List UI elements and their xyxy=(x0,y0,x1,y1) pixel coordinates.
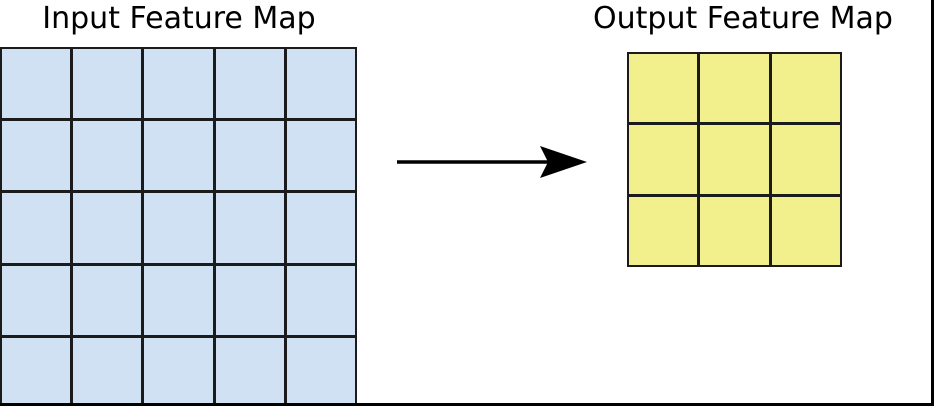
grid-cell xyxy=(700,54,769,123)
input-feature-map-title: Input Feature Map xyxy=(42,1,316,36)
grid-cell xyxy=(144,121,213,191)
grid-cell xyxy=(629,54,698,123)
grid-cell xyxy=(286,121,355,191)
grid-cell xyxy=(215,193,284,263)
grid-cell xyxy=(73,265,142,335)
grid-cell xyxy=(286,337,355,406)
grid-cell xyxy=(73,193,142,263)
grid-cell xyxy=(2,265,71,335)
input-feature-map-grid xyxy=(0,47,357,406)
grid-cell xyxy=(2,49,71,119)
grid-cell xyxy=(629,196,698,265)
grid-cell xyxy=(144,193,213,263)
output-feature-map-grid xyxy=(627,52,842,267)
grid-cell xyxy=(2,193,71,263)
output-feature-map-title: Output Feature Map xyxy=(593,1,893,36)
frame-right-line xyxy=(931,0,934,406)
grid-cell xyxy=(215,49,284,119)
grid-cell xyxy=(771,125,840,194)
grid-cell xyxy=(144,265,213,335)
grid-cell xyxy=(2,121,71,191)
grid-cell xyxy=(629,125,698,194)
arrow-right-icon xyxy=(397,146,587,178)
grid-cell xyxy=(215,265,284,335)
grid-cell xyxy=(73,121,142,191)
grid-cell xyxy=(286,265,355,335)
grid-cell xyxy=(73,337,142,406)
grid-cell xyxy=(771,196,840,265)
grid-cell xyxy=(144,49,213,119)
grid-cell xyxy=(286,193,355,263)
grid-cell xyxy=(215,337,284,406)
grid-cell xyxy=(771,54,840,123)
frame-bottom-line xyxy=(0,403,934,406)
grid-cell xyxy=(73,49,142,119)
grid-cell xyxy=(2,337,71,406)
grid-cell xyxy=(144,337,213,406)
grid-cell xyxy=(286,49,355,119)
grid-cell xyxy=(700,196,769,265)
grid-cell xyxy=(700,125,769,194)
grid-cell xyxy=(215,121,284,191)
